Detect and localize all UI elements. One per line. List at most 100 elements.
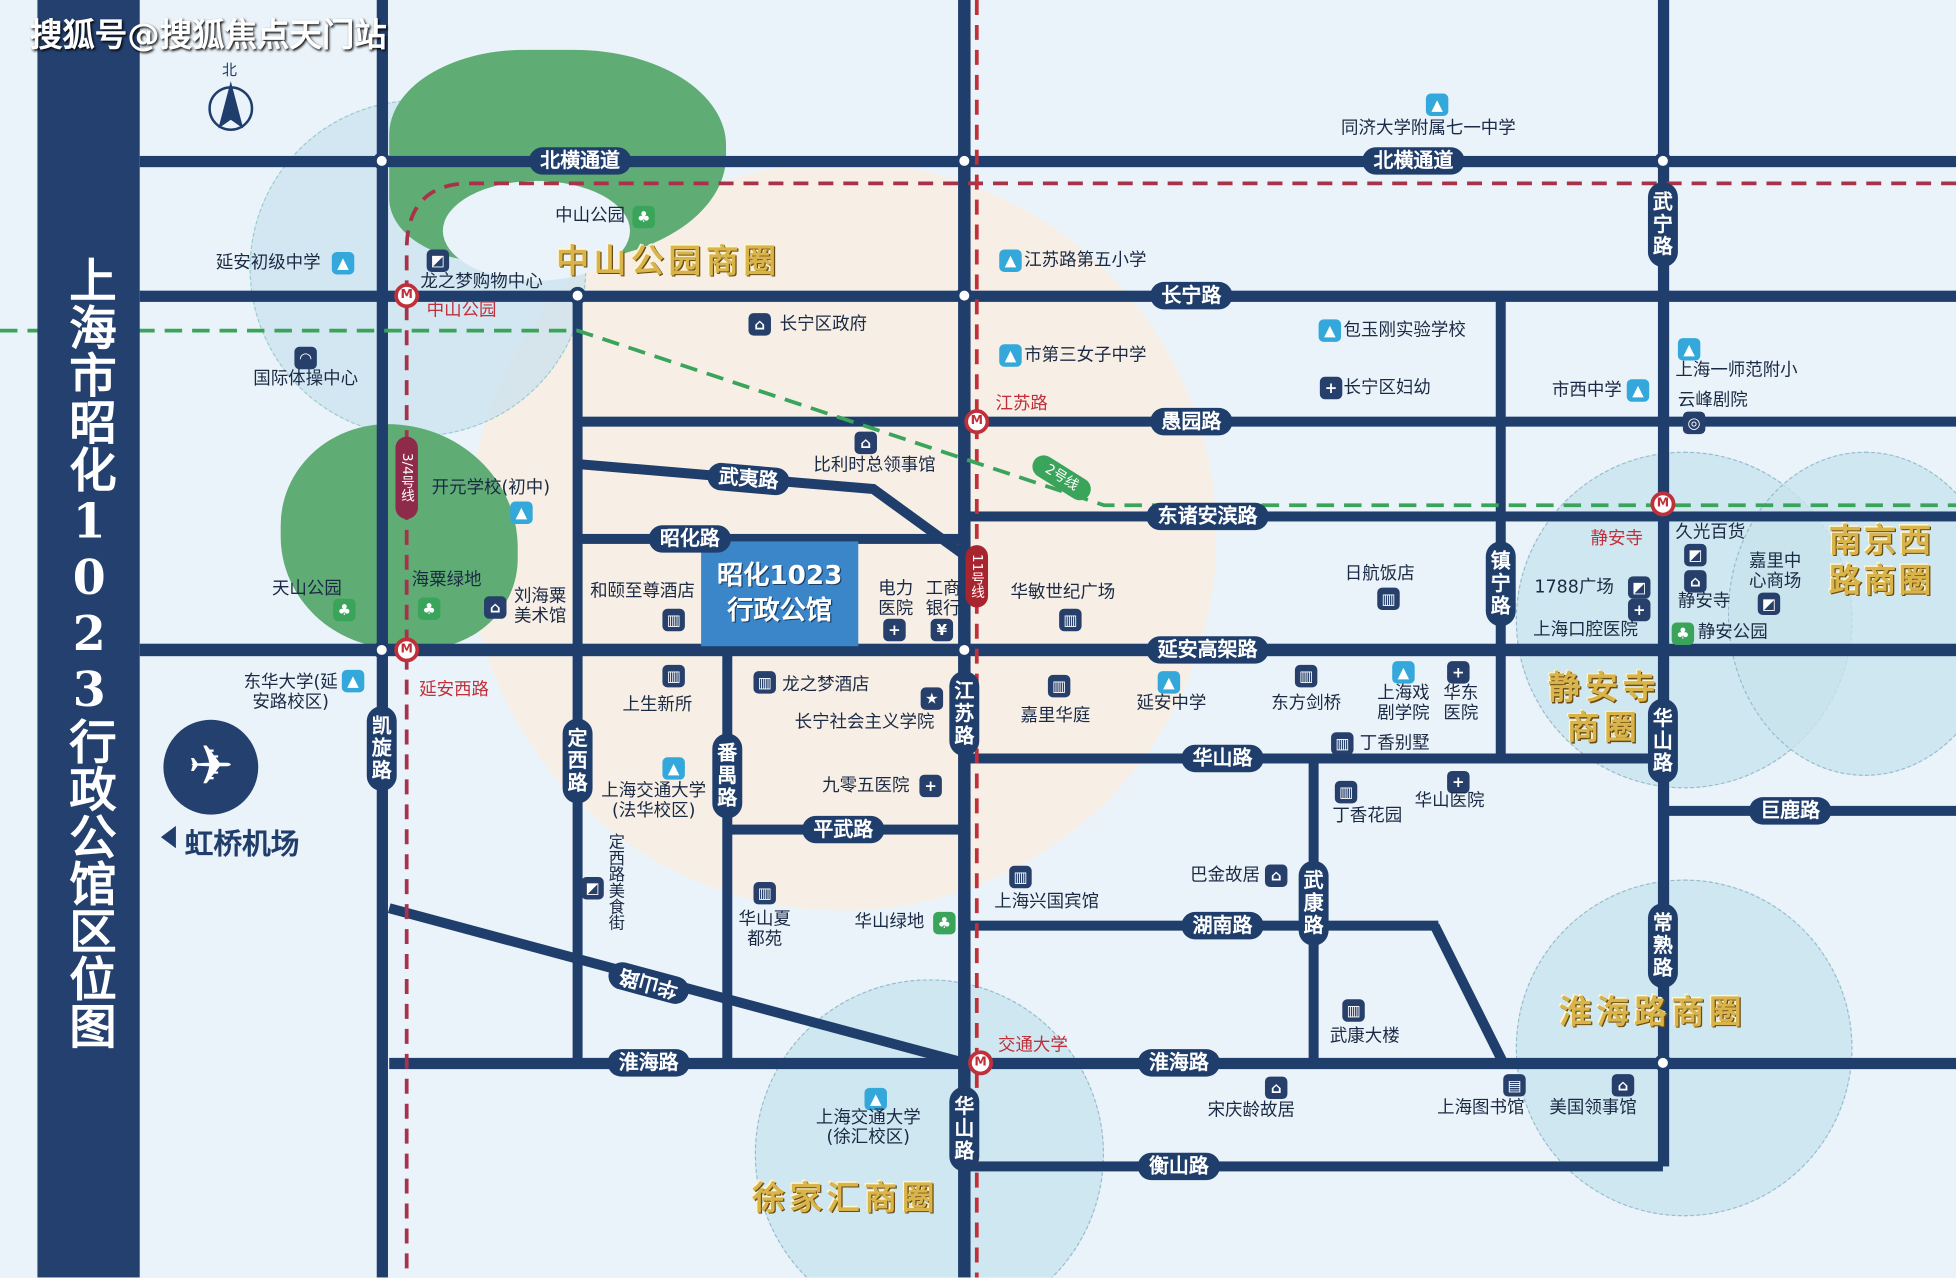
road-dongzhu [964, 511, 1956, 522]
airplane-icon: ✈ [163, 719, 259, 815]
junction [955, 641, 974, 659]
shopping-icon: ◩ [1627, 576, 1651, 599]
poi-label: 龙之梦酒店 [782, 674, 870, 695]
residence-icon: ⌂ [1264, 1076, 1288, 1100]
metro-station-label: 交通大学 [997, 1035, 1068, 1056]
district-label: 南京西路商圈 [1828, 522, 1934, 601]
metro-line-label: 11号线 [965, 545, 989, 608]
park-zhongshan-inner [442, 180, 630, 281]
building-icon: ▥ [1331, 732, 1354, 755]
building-icon: ▥ [753, 881, 776, 905]
poi-label: 东方剑桥 [1271, 693, 1342, 714]
poi-label: 华山绿地 [854, 911, 925, 932]
project-name: 昭化1023 [717, 560, 843, 591]
poi-label: 龙之梦购物中心 [420, 271, 543, 292]
map-title: 上海市昭化1023行政公馆区位图 [61, 255, 118, 1050]
metro-icon: M [964, 409, 990, 435]
school-icon: ▲ [1677, 338, 1701, 361]
junction [373, 641, 391, 659]
poi-label: 天山公园 [271, 578, 342, 599]
junction [373, 152, 391, 170]
poi-label: 嘉里华庭 [1020, 706, 1091, 727]
poi-label: 海粟绿地 [411, 570, 482, 591]
building-icon: ▥ [1009, 865, 1032, 889]
school-icon: ▲ [510, 501, 533, 524]
project-subtitle: 行政公馆 [727, 595, 833, 625]
metro-line-2 [0, 328, 1956, 508]
road-label: 北横通道 [528, 147, 632, 175]
district-label: 淮海路商圈 [1559, 994, 1747, 1032]
hospital-icon: + [919, 774, 942, 798]
district-label: 徐家汇商圈 [752, 1180, 940, 1218]
junction [955, 152, 974, 170]
building-icon: ▥ [1059, 608, 1082, 632]
poi-label: 巴金故居 [1190, 865, 1260, 886]
road-label: 淮海路 [607, 1049, 690, 1077]
poi-label: 东华大学(延安路校区) [243, 672, 338, 713]
poi-label: 电力医院 [878, 578, 914, 619]
poi-label: 定西路美食街 [605, 833, 624, 931]
road-jiangsu [958, 0, 971, 1278]
hospital-icon: + [1627, 598, 1651, 622]
poi-label: 宋庆龄故居 [1207, 1100, 1295, 1121]
poi-label: 上海兴国宾馆 [994, 891, 1100, 912]
road-label: 昭化路 [648, 525, 732, 553]
poi-label: 静安公园 [1697, 622, 1768, 643]
shopping-icon: ◩ [1684, 543, 1707, 567]
poi-label: 上海一师范附小 [1675, 360, 1798, 381]
poi-label: 静安寺 [1677, 591, 1731, 612]
poi-label: 上海交通大学(徐汇校区) [815, 1107, 921, 1148]
poi-label: 日航饭店 [1344, 563, 1415, 584]
poi-label: 上生新所 [622, 694, 693, 715]
poi-label: 和颐至尊酒店 [590, 581, 695, 602]
road-zhenning [1495, 295, 1506, 759]
road-label: 湖南路 [1181, 911, 1264, 940]
road-label: 平武路 [802, 815, 885, 844]
poi-label: 华山医院 [1414, 790, 1485, 811]
road-label: 武宁路 [1647, 182, 1678, 267]
poi-label: 刘海粟美术馆 [513, 586, 567, 627]
residence-icon: ⌂ [1264, 864, 1288, 887]
poi-label: 包玉刚实验学校 [1343, 320, 1466, 341]
poi-label: 上海口腔医院 [1533, 620, 1638, 640]
theater-icon: ◎ [1682, 411, 1706, 435]
road-label: 武康路 [1298, 860, 1329, 946]
poi-label: 开元学校(初中) [431, 477, 551, 498]
poi-label: 江苏路第五小学 [1024, 250, 1147, 271]
road-dingxi [572, 295, 583, 1063]
park-icon: ♣ [1671, 622, 1695, 645]
museum-icon: ⌂ [484, 596, 507, 619]
poi-label: 延安中学 [1136, 693, 1207, 714]
road-label: 华山路 [1181, 744, 1264, 773]
road-label: 巨鹿路 [1748, 797, 1832, 825]
metro-icon: M [968, 1050, 994, 1076]
building-icon: ▥ [1294, 664, 1318, 688]
junction [1654, 1054, 1672, 1072]
poi-label: 上海戏剧学院 [1377, 683, 1430, 724]
hospital-icon: + [1447, 770, 1470, 794]
road-huashan-v [1657, 0, 1670, 1167]
title-sidebar [37, 0, 140, 1278]
metro-station-label: 中山公园 [426, 300, 497, 321]
temple-icon: ⌂ [1684, 570, 1707, 593]
building-icon: ▥ [662, 608, 685, 632]
poi-label: 长宁社会主义学院 [794, 712, 935, 733]
metro-line-3-4 [404, 181, 1956, 1278]
school-icon: ▲ [331, 251, 355, 275]
poi-label: 九零五医院 [822, 775, 910, 796]
metro-station-label: 延安西路 [419, 679, 490, 700]
poi-label: 丁香花园 [1332, 805, 1403, 826]
road-label: 长宁路 [1150, 281, 1233, 310]
road-label: 北横通道 [1362, 147, 1465, 175]
school-icon: ▲ [999, 249, 1022, 272]
road-label: 衡山路 [1137, 1152, 1221, 1181]
metro-station-label: 静安寺 [1590, 528, 1643, 549]
road-label: 番禺路 [712, 733, 743, 819]
project-block[interactable]: 昭化1023 行政公馆 [701, 541, 859, 647]
school-icon: ▲ [1626, 379, 1650, 402]
school-icon: ▲ [1318, 319, 1342, 342]
poi-label: 中山公园 [555, 205, 625, 226]
road-label: 定西路 [562, 718, 593, 804]
road-zhaohua [577, 533, 965, 544]
